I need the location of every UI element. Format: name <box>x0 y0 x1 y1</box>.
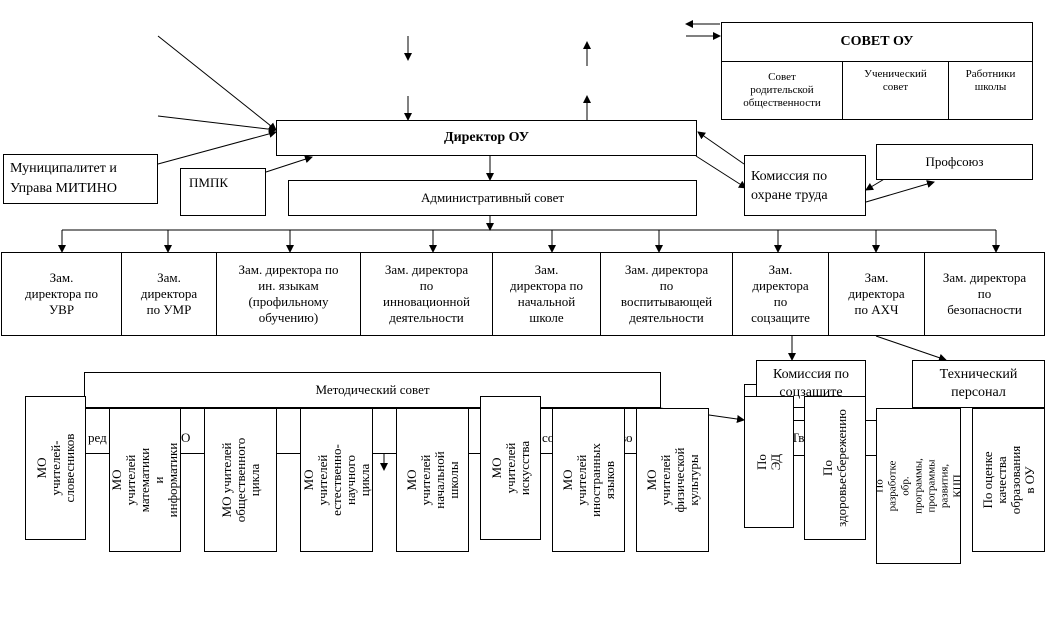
deputy-innovation: Зам. директора по инновационной деятельн… <box>360 252 493 336</box>
committee-health-label: По здоровьесбережению <box>820 409 849 527</box>
union-label: Профсоюз <box>925 154 984 169</box>
tvorch-fragment: Тв <box>791 430 805 445</box>
council-students-box: Ученический совет <box>842 61 949 120</box>
tech-staff-label: Технический персонал <box>939 367 1018 400</box>
deputy-uvr: Зам. директора по УВР <box>1 252 122 336</box>
mo-group-philology-label: МО учителей- словесников <box>33 433 77 503</box>
tech-staff-box: Технический персонал <box>912 360 1045 408</box>
admin-council-label: Административный совет <box>420 190 565 205</box>
mo-group-primary: МО учителей начальной школы <box>396 408 469 552</box>
deputy-primary-label: Зам. директора по начальной школе <box>510 262 583 325</box>
deputy-ahch: Зам. директора по АХЧ <box>828 252 925 336</box>
admin-council-box: Административный совет <box>288 180 697 216</box>
pmpk-label: ПМПК <box>189 175 229 190</box>
mo-group-arts-label: МО учителей искусства <box>488 440 532 496</box>
committee-ed: По ЭД <box>744 396 794 528</box>
mo-group-math-label: МО учителей математики и информатики <box>109 442 180 518</box>
director-box: Директор ОУ <box>276 120 697 156</box>
mo-group-science-label: МО учителей естественно- научного цикла <box>300 444 372 516</box>
mo-group-languages: МО учителей иностранных языков <box>552 408 625 552</box>
deputy-security-label: Зам. директора по безопасности <box>942 270 1027 317</box>
mo-group-arts: МО учителей искусства <box>480 396 541 540</box>
mo-group-science: МО учителей естественно- научного цикла <box>300 408 373 552</box>
deputy-uvr-label: Зам. директора по УВР <box>25 270 98 317</box>
council-title-box: СОВЕТ ОУ <box>721 22 1033 62</box>
social-commission-label: Комиссия по соцзащите <box>772 367 850 400</box>
municipality-label: Муниципалитет и Управа МИТИНО <box>10 161 117 196</box>
deputy-languages: Зам. директора по ин. языкам (профильном… <box>216 252 361 336</box>
council-students-label: Ученический совет <box>864 68 927 93</box>
deputy-upbringing-label: Зам. директора по воспитывающей деятельн… <box>620 262 713 325</box>
labor-commission-label: Комиссия по охране труда <box>751 168 828 203</box>
mo-group-primary-label: МО учителей начальной школы <box>403 451 461 509</box>
deputy-social: Зам. директора по соцзащите <box>732 252 829 336</box>
hidden-fragment-c: со <box>542 430 555 445</box>
labor-commission-box: Комиссия по охране труда <box>744 155 866 216</box>
mo-group-pe-label: МО учителей физической культуры <box>643 447 701 513</box>
deputy-languages-label: Зам. директора по ин. языкам (профильном… <box>238 262 339 325</box>
council-parents-label: Совет родительской общественности <box>743 71 821 109</box>
deputy-innovation-label: Зам. директора по инновационной деятельн… <box>383 262 470 325</box>
hidden-fragment-b: О <box>181 430 191 445</box>
committee-health: По здоровьесбережению <box>804 396 866 540</box>
deputy-ahch-label: Зам. директора по АХЧ <box>848 270 905 317</box>
deputy-security: Зам. директора по безопасности <box>924 252 1045 336</box>
committee-program-label: По разработке обр. программы, программы … <box>876 458 961 514</box>
mo-group-pe: МО учителей физической культуры <box>636 408 709 552</box>
mo-group-social-label: МО учителей общественного цикла <box>218 437 262 523</box>
deputy-social-label: Зам. директора по соцзащите <box>751 262 810 325</box>
deputy-upbringing: Зам. директора по воспитывающей деятельн… <box>600 252 733 336</box>
mo-group-math: МО учителей математики и информатики <box>109 408 181 552</box>
municipality-box: Муниципалитет и Управа МИТИНО <box>3 154 158 204</box>
deputy-umr-label: Зам. директора по УМР <box>140 270 198 317</box>
council-staff-box: Работники школы <box>948 61 1033 120</box>
pmpk-box: ПМПК <box>180 168 266 216</box>
hidden-fragment-a: ред <box>88 430 107 445</box>
union-box: Профсоюз <box>876 144 1033 180</box>
council-staff-label: Работники школы <box>965 68 1016 93</box>
committee-quality: По оценке качества образования в ОУ <box>972 408 1045 552</box>
deputy-umr: Зам. директора по УМР <box>121 252 217 336</box>
mo-group-languages-label: МО учителей иностранных языков <box>559 443 617 517</box>
committee-quality-label: По оценке качества образования в ОУ <box>979 445 1037 515</box>
committee-ed-label: По ЭД <box>754 453 783 471</box>
council-parents-box: Совет родительской общественности <box>721 61 843 120</box>
council-title: СОВЕТ ОУ <box>840 34 914 49</box>
mo-group-philology: МО учителей- словесников <box>25 396 86 540</box>
methodical-council-box: Методический совет <box>84 372 661 408</box>
deputy-primary: Зам. директора по начальной школе <box>492 252 601 336</box>
methodical-council-label: Методический совет <box>315 382 430 397</box>
director-label: Директор ОУ <box>443 130 530 145</box>
committee-program: По разработке обр. программы, программы … <box>876 408 961 564</box>
mo-group-social: МО учителей общественного цикла <box>204 408 277 552</box>
